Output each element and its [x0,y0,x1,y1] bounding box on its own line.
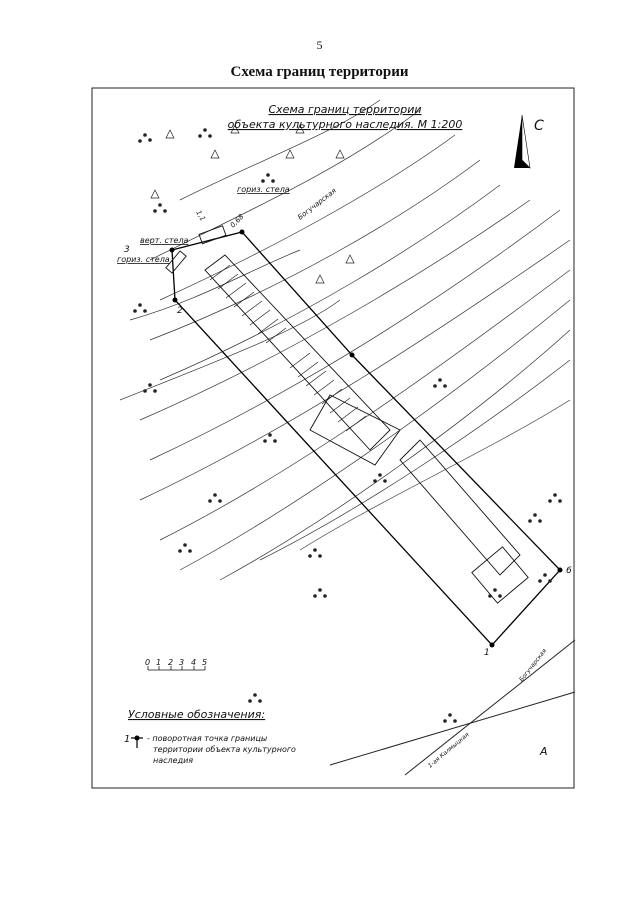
monument-complex [165,225,529,604]
point-label-3: 3 [124,245,130,255]
page-title: Схема границ территории [230,64,409,80]
label-dimension-11: 1,1 [194,209,206,223]
scale-tick-0: 0 [145,658,150,667]
point-label-6: 6 [566,566,572,576]
scheme-frame [91,87,575,789]
legend-marker-symbol [131,735,143,748]
scale-tick-4: 4 [191,658,196,667]
scheme-title-line1: Схема границ территории [268,103,421,116]
legend-marker-number: 1 [124,734,130,745]
label-horiz-stela-top: гориз. стела [237,185,290,194]
legend-line-2: территории объекта культурного [153,745,296,754]
legend-line-1: - поворотная точка границы [147,734,267,743]
label-horiz-stela-left: гориз. стела [117,255,170,264]
contour-lines [119,99,571,581]
north-label: С [534,118,544,134]
label-road-top: Богучарская [296,187,337,222]
legend-line-3: наследия [153,756,193,765]
legend-heading: Условные обозначения: [128,708,265,721]
label-road-bottom: 1-ая Калмыцкая [427,731,471,770]
scheme-title-line2: объекта культурного наследия. М 1:200 [228,118,463,131]
roads [329,639,576,776]
scale-bar [147,666,206,671]
page-number: 5 [316,38,323,52]
label-dimension-068: 0,68 [229,212,246,229]
point-label-2: 2 [177,306,183,316]
boundary-points [169,229,563,648]
scale-tick-5: 5 [202,658,207,667]
label-vert-stela: верт. стела [140,236,189,245]
territory-boundary [171,231,561,646]
vegetation-symbols [133,128,562,723]
label-letter-a: А [539,745,548,758]
scale-tick-1: 1 [156,658,161,667]
tree-symbols [150,124,355,284]
point-label-1: 1 [484,648,490,658]
north-arrow [514,114,531,169]
scale-tick-2: 2 [168,658,173,667]
scale-tick-3: 3 [179,658,184,667]
hatching [209,264,367,432]
